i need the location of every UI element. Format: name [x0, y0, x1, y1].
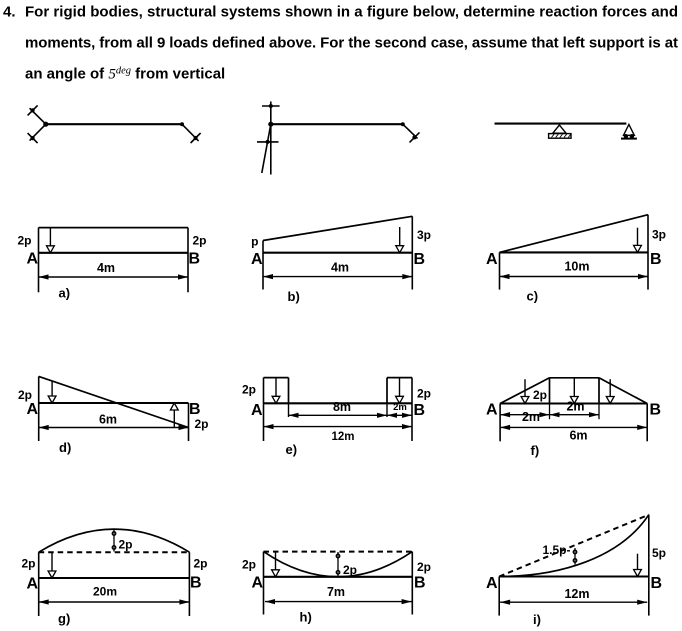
svg-text:2p: 2p — [343, 563, 357, 577]
svg-text:a): a) — [59, 286, 71, 301]
svg-text:6m: 6m — [99, 413, 117, 427]
svg-text:B: B — [190, 575, 202, 592]
svg-text:3p: 3p — [417, 228, 431, 242]
svg-text:B: B — [650, 402, 662, 419]
svg-text:2m: 2m — [393, 402, 407, 413]
svg-text:B: B — [651, 575, 663, 592]
svg-text:2m: 2m — [566, 400, 584, 414]
svg-text:7m: 7m — [327, 585, 345, 599]
svg-text:3p: 3p — [652, 228, 666, 242]
svg-text:2p: 2p — [417, 387, 431, 401]
svg-text:A: A — [251, 575, 263, 592]
svg-text:e): e) — [286, 442, 298, 457]
svg-text:1.5p-: 1.5p- — [543, 543, 571, 557]
svg-text:6m: 6m — [569, 429, 587, 443]
svg-text:f): f) — [531, 443, 540, 458]
svg-text:2p: 2p — [533, 388, 547, 402]
svg-text:A: A — [251, 402, 263, 419]
svg-text:B: B — [414, 402, 426, 419]
svg-text:2m: 2m — [522, 410, 540, 424]
svg-text:20m: 20m — [93, 585, 117, 599]
svg-text:4.: 4. — [3, 4, 16, 21]
svg-text:2p: 2p — [195, 417, 209, 431]
svg-text:g): g) — [58, 611, 70, 626]
svg-text:10m: 10m — [564, 260, 589, 274]
svg-text:A: A — [26, 401, 38, 418]
svg-text:2p: 2p — [242, 558, 256, 572]
svg-text:A: A — [251, 251, 263, 268]
svg-text:2p: 2p — [119, 538, 133, 552]
svg-text:A: A — [26, 251, 38, 268]
svg-text:5p: 5p — [652, 546, 666, 560]
svg-text:A: A — [486, 402, 498, 419]
svg-text:h): h) — [300, 610, 312, 625]
svg-text:2p: 2p — [193, 234, 207, 248]
svg-text:d): d) — [59, 440, 71, 455]
svg-text:2p: 2p — [17, 234, 31, 248]
svg-text:i): i) — [533, 612, 541, 627]
svg-text:2p: 2p — [18, 388, 32, 402]
svg-text:4m: 4m — [331, 261, 349, 275]
svg-text:A: A — [486, 575, 498, 592]
svg-text:p: p — [251, 235, 258, 249]
svg-text:2p: 2p — [242, 383, 256, 397]
svg-text:2p: 2p — [194, 557, 208, 571]
svg-text:8m: 8m — [333, 400, 351, 414]
svg-text:B: B — [650, 251, 662, 268]
svg-text:moments, from all 9 loads defi: moments, from all 9 loads defined above.… — [25, 35, 678, 52]
svg-text:A: A — [26, 576, 38, 593]
svg-text:12m: 12m — [331, 431, 354, 443]
svg-text:2p: 2p — [417, 560, 431, 574]
svg-text:c): c) — [527, 289, 539, 304]
svg-text:12m: 12m — [564, 587, 589, 601]
svg-text:For rigid bodies, structural s: For rigid bodies, structural systems sho… — [25, 4, 678, 21]
svg-text:A: A — [486, 251, 498, 268]
svg-text:B: B — [414, 575, 426, 592]
svg-text:b): b) — [288, 289, 300, 304]
svg-text:B: B — [189, 251, 201, 268]
svg-text:B: B — [414, 251, 426, 268]
svg-text:an angle of 5deg from vertical: an angle of 5deg from vertical — [25, 66, 225, 83]
svg-text:2p: 2p — [21, 557, 35, 571]
svg-text:B: B — [189, 401, 201, 418]
svg-text:4m: 4m — [97, 261, 115, 275]
